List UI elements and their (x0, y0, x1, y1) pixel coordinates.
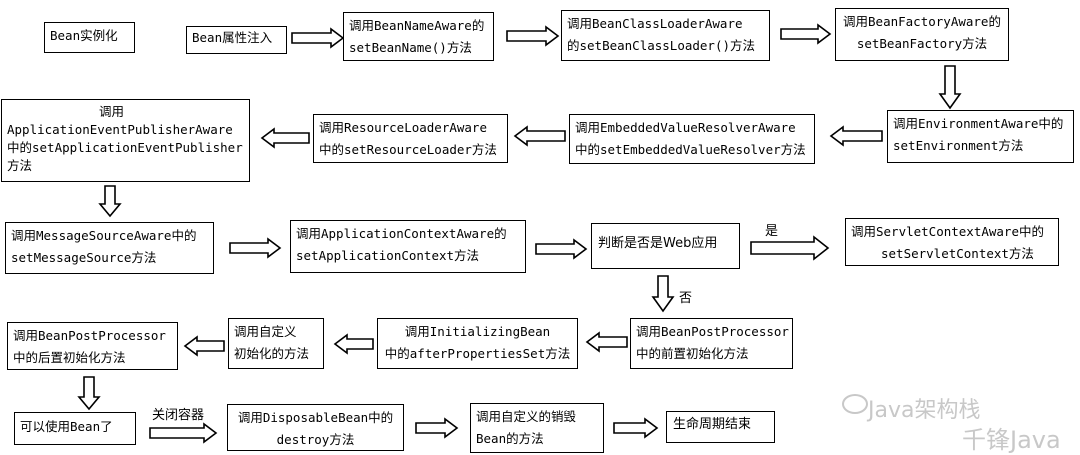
arrow-n2-n3 (291, 27, 345, 49)
node-custom-destroy-method: 调用自定义的销毁 Bean的方法 (470, 403, 604, 453)
arrow-n6-n7 (829, 125, 883, 147)
node-text: 调用BeanFactoryAware的 (843, 14, 1001, 29)
node-initializing-bean: 调用InitializingBean 中的afterPropertiesSet方法 (377, 318, 578, 369)
node-text: ApplicationEventPublisherAware (7, 122, 233, 137)
arrow-n16-n17 (183, 335, 225, 357)
node-environment-aware: 调用EnvironmentAware中的 setEnvironment方法 (887, 110, 1074, 163)
node-text: setEnvironment方法 (893, 138, 1024, 153)
arrow-n20-n21 (613, 417, 659, 439)
node-text: 生命周期结束 (673, 417, 752, 432)
node-text: Bean属性注入 (192, 30, 273, 45)
node-text: 的setBeanClassLoader()方法 (567, 38, 756, 53)
node-text: 中的afterPropertiesSet方法 (384, 346, 571, 361)
node-post-processor-before-init: 调用BeanPostProcessor 中的前置初始化方法 (630, 318, 793, 369)
node-text: 中的后置初始化方法 (13, 350, 126, 365)
node-text: 可以使用Bean了 (20, 419, 113, 434)
node-is-web-application: 判断是否是Web应用 (591, 223, 740, 269)
edge-label-yes: 是 (765, 224, 779, 239)
edge-label-close-container: 关闭容器 (152, 408, 205, 423)
node-text: 中的前置初始化方法 (636, 346, 749, 361)
arrow-n18-n19 (149, 422, 218, 444)
node-text: setBeanFactory方法 (856, 36, 988, 51)
node-disposable-bean: 调用DisposableBean中的 destroy方法 (227, 404, 404, 451)
node-servlet-context-aware: 调用ServletContextAware中的 setServletContext… (845, 218, 1059, 266)
node-text: 调用EnvironmentAware中的 (893, 116, 1064, 131)
node-bean-class-loader-aware: 调用BeanClassLoaderAware 的setBeanClassLoade… (561, 10, 770, 61)
node-text: 调用ServletContextAware中的 (851, 224, 1044, 239)
node-text: 调用MessageSourceAware中的 (11, 228, 197, 243)
arrow-n17-n18 (77, 376, 101, 411)
node-text: 调用ApplicationContextAware的 (296, 226, 507, 241)
node-text: destroy方法 (276, 432, 355, 447)
node-text: 中的setApplicationEventPublisher (7, 140, 243, 155)
node-text: 调用BeanNameAware的 (349, 18, 485, 33)
arrow-n8-n9 (260, 127, 310, 149)
node-text: Bean的方法 (476, 431, 544, 446)
node-lifecycle-end: 生命周期结束 (666, 411, 775, 443)
node-text: 判断是否是Web应用 (598, 236, 718, 251)
arrow-n5-n6 (938, 65, 962, 110)
watermark-logo-icon (842, 394, 868, 414)
node-text: Bean实例化 (50, 28, 118, 43)
node-text: 调用DisposableBean中的 (237, 410, 394, 425)
arrow-n14-n15 (585, 331, 628, 353)
node-text: setServletContext方法 (881, 246, 1034, 261)
arrow-n19-n20 (415, 417, 459, 439)
node-text: 调用EmbeddedValueResolverAware (575, 120, 796, 135)
node-text: 调用InitializingBean (404, 324, 551, 339)
node-custom-init-method: 调用自定义初始化的方法 (228, 318, 324, 369)
node-text: 调用ResourceLoaderAware (319, 120, 487, 135)
watermark-line2: 千锋Java (962, 426, 1061, 454)
node-text: 调用自定义的销毁 (476, 409, 577, 424)
node-text: 调用BeanPostProcessor (13, 328, 166, 343)
node-text: 中的setEmbeddedValueResolver方法 (575, 142, 806, 157)
node-post-processor-after-init: 调用BeanPostProcessor 中的后置初始化方法 (7, 322, 178, 370)
arrow-n9-n10 (98, 185, 122, 218)
node-text: 调用BeanPostProcessor (636, 324, 789, 339)
arrow-n12-n14 (651, 275, 675, 313)
arrow-n11-n12 (535, 238, 588, 260)
edge-label-no: 否 (679, 291, 693, 306)
node-bean-name-aware: 调用BeanNameAware的 setBeanName()方法 (343, 12, 494, 61)
node-property-injection: Bean属性注入 (186, 26, 287, 54)
node-text: 初始化的方法 (234, 346, 310, 361)
arrow-n12-n13 (750, 235, 830, 261)
node-bean-ready: 可以使用Bean了 (14, 412, 136, 445)
node-resource-loader-aware: 调用ResourceLoaderAware 中的setResourceLoader… (313, 114, 508, 163)
node-text: setBeanName()方法 (349, 40, 472, 55)
node-text: 调用 (99, 104, 125, 119)
node-text: setApplicationContext方法 (296, 248, 480, 263)
arrow-n4-n5 (780, 23, 832, 45)
node-application-context-aware: 调用ApplicationContextAware的 setApplication… (290, 220, 526, 273)
node-embedded-value-resolver-aware: 调用EmbeddedValueResolverAware 中的setEmbedde… (569, 114, 815, 164)
node-text: 方法 (7, 158, 33, 173)
node-text: 调用BeanClassLoaderAware (567, 16, 743, 31)
arrow-n7-n8 (513, 125, 566, 147)
node-text: 调用自定义 (234, 324, 297, 339)
arrow-n10-n11 (229, 237, 282, 259)
node-bean-factory-aware: 调用BeanFactoryAware的 setBeanFactory方法 (835, 8, 1009, 61)
watermark-line1: Java架构栈 (868, 398, 981, 423)
arrow-n15-n16 (333, 333, 374, 355)
node-text: 中的setResourceLoader方法 (319, 142, 497, 157)
node-bean-instantiation: Bean实例化 (44, 22, 135, 53)
node-event-publisher-aware: 调用 ApplicationEventPublisherAware 中的setApp… (1, 99, 250, 182)
arrow-n3-n4 (506, 25, 560, 47)
node-text: setMessageSource方法 (11, 250, 157, 265)
node-message-source-aware: 调用MessageSourceAware中的 setMessageSource方法 (5, 222, 214, 274)
